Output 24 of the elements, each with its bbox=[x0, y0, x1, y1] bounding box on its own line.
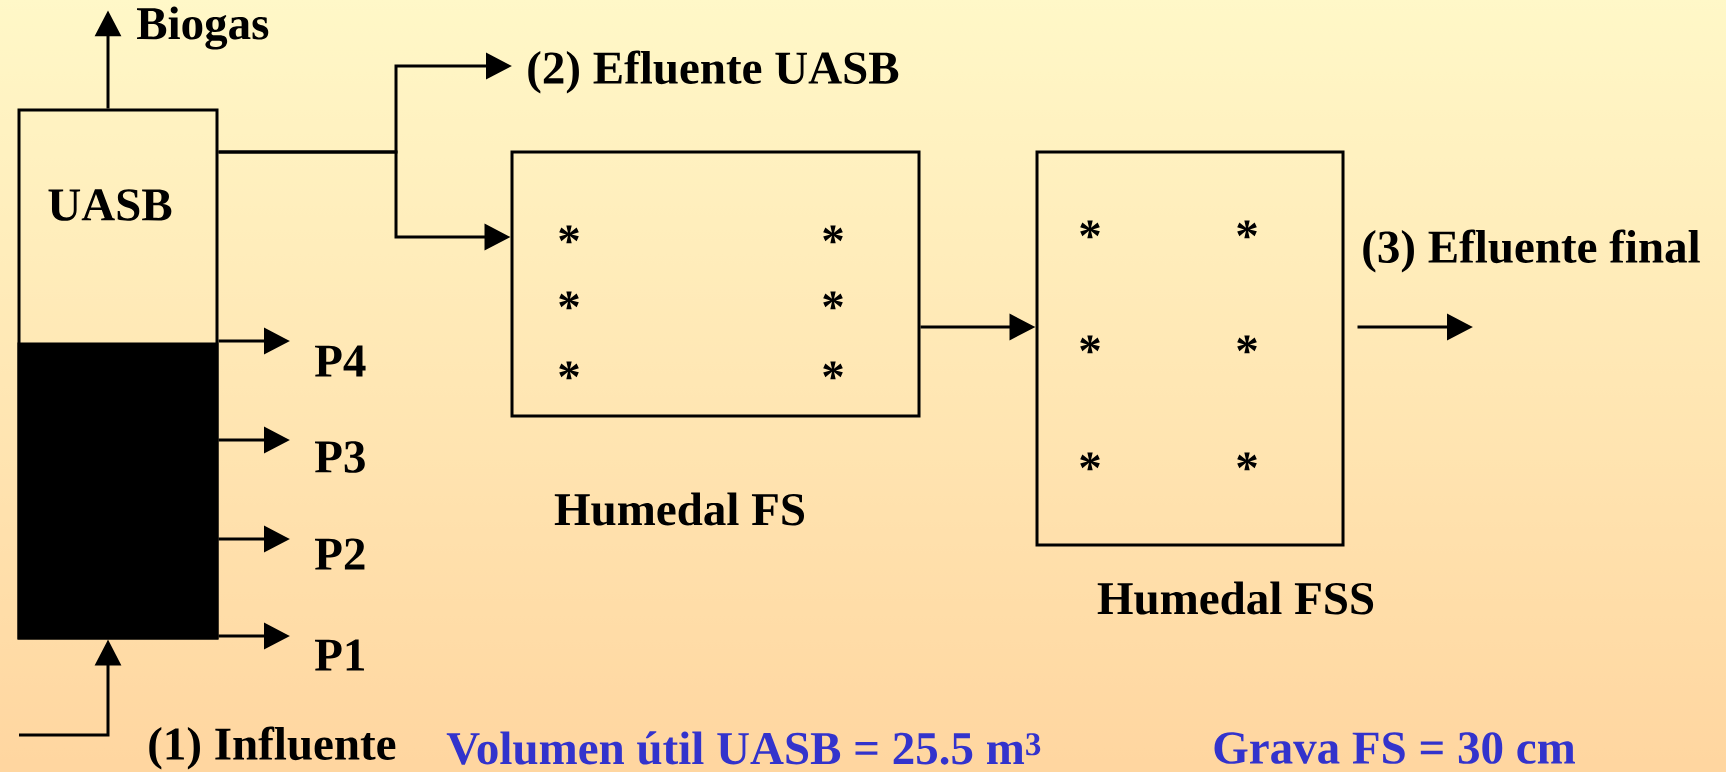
outlet-label: P3 bbox=[315, 441, 365, 473]
note-text: Volumen útil UASB = 25.5 m$^{3}$ bbox=[446, 731, 1041, 765]
outlet-label: (2) Efluente UASB bbox=[528, 50, 899, 94]
plant-mark: * bbox=[823, 225, 843, 244]
inlet-label: (1) Influente bbox=[149, 726, 396, 770]
plant-mark: * bbox=[559, 225, 579, 244]
wetland-label: Humedal FS bbox=[554, 492, 804, 526]
plant-mark: * bbox=[1080, 220, 1100, 239]
outlet-label: Biogas bbox=[137, 6, 269, 50]
column-label: UASB bbox=[48, 189, 172, 221]
plant-mark: * bbox=[1237, 335, 1257, 354]
wetland-label: Humedal FSS bbox=[1097, 581, 1374, 615]
plant-mark: * bbox=[1080, 452, 1100, 471]
plant-mark: * bbox=[1237, 220, 1257, 239]
plant-mark: * bbox=[1080, 335, 1100, 354]
outlet-label: P2 bbox=[315, 538, 365, 570]
plant-mark: * bbox=[559, 291, 579, 310]
plant-mark: * bbox=[823, 291, 843, 310]
plant-mark: * bbox=[559, 361, 579, 380]
plant-mark: * bbox=[823, 361, 843, 380]
outlet-label: P4 bbox=[315, 345, 366, 377]
plant-mark: * bbox=[1237, 452, 1257, 471]
outlet-label: P1 bbox=[315, 639, 364, 671]
note-text: Grava FS = 30 cm bbox=[1214, 732, 1575, 764]
